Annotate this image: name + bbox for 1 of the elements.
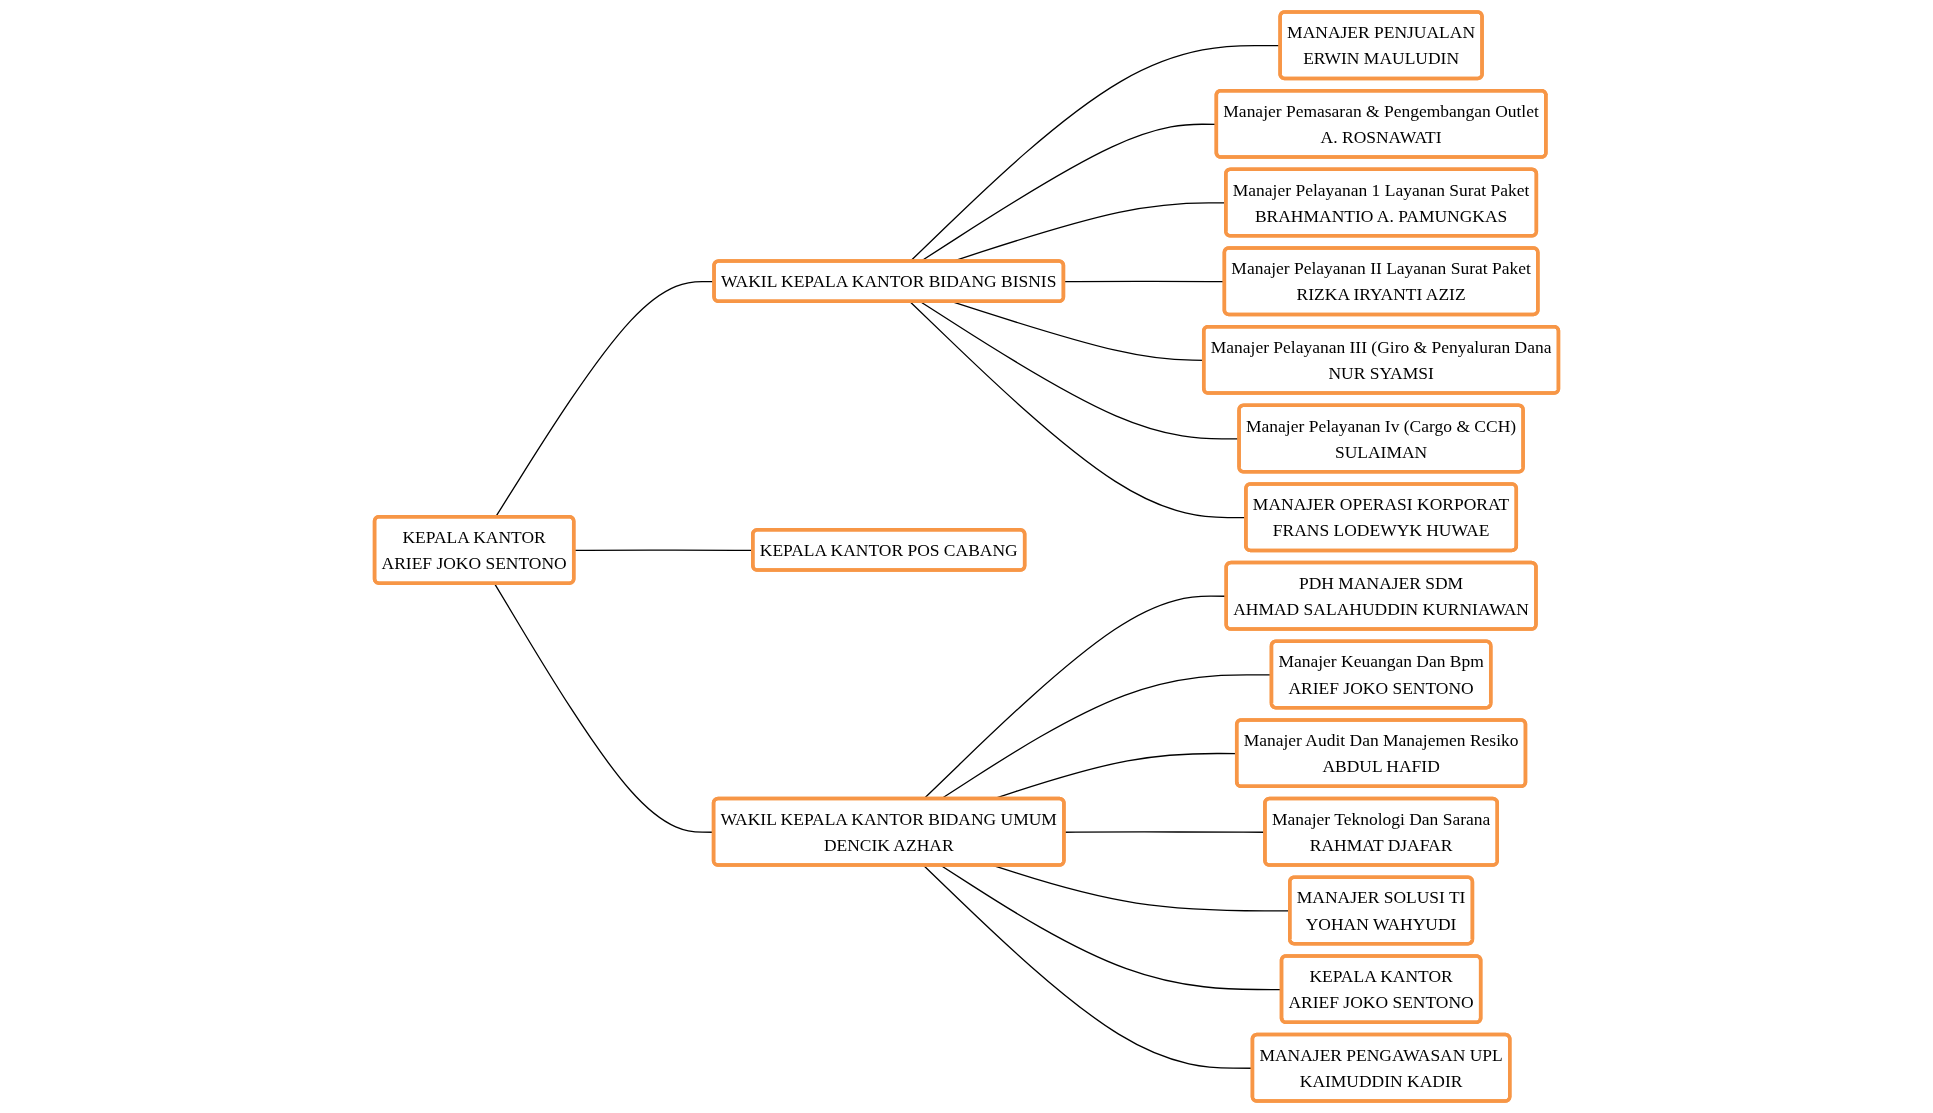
org-chart: KEPALA KANTOR ARIEF JOKO SENTONO WAKIL KEPALA KANTOR BIDANG BISNIS MANAJER PENJUALAN ERWIN MAULUDIN Manajer Pemasaran & Pengembangan Outlet A. ROSNAWATI Manajer Pelayanan 1 Layanan Surat Paket BRAHMANTIO A. PAMUNGKAS Manajer Pelayanan II Layanan Surat Paket RIZKA IRYANTI AZIZ Manajer Pelayanan III (Giro & Penyaluran Dana NUR SYAMSI Manajer Pelayanan Iv (Cargo & CCH) SULAIMAN MANAJER OPERASI KORPORAT FRANS LODEWYK HUWAE KEPALA KANTOR POS CABANG WAKIL KEPALA KANTOR BIDANG UMUM DENCIK AZHAR PDH MANAJER SDM AHMAD SALAHUDDIN KURNIAWAN Manajer Keuangan Dan Bpm ARIEF JOKO SENTONO Manajer Audit Dan Manajemen Resiko ABDUL HAFID Manajer Teknologi Dan Sarana RAHMAT DJAFAR MANAJER SOLUSI TI YOHAN WAHYUDI KEPALA KANTOR ARIEF JOKO SENTONO MANAJER PENGAWASAN UPL KAIMUDDIN KADIR — [5, 5, 1928, 1108]
